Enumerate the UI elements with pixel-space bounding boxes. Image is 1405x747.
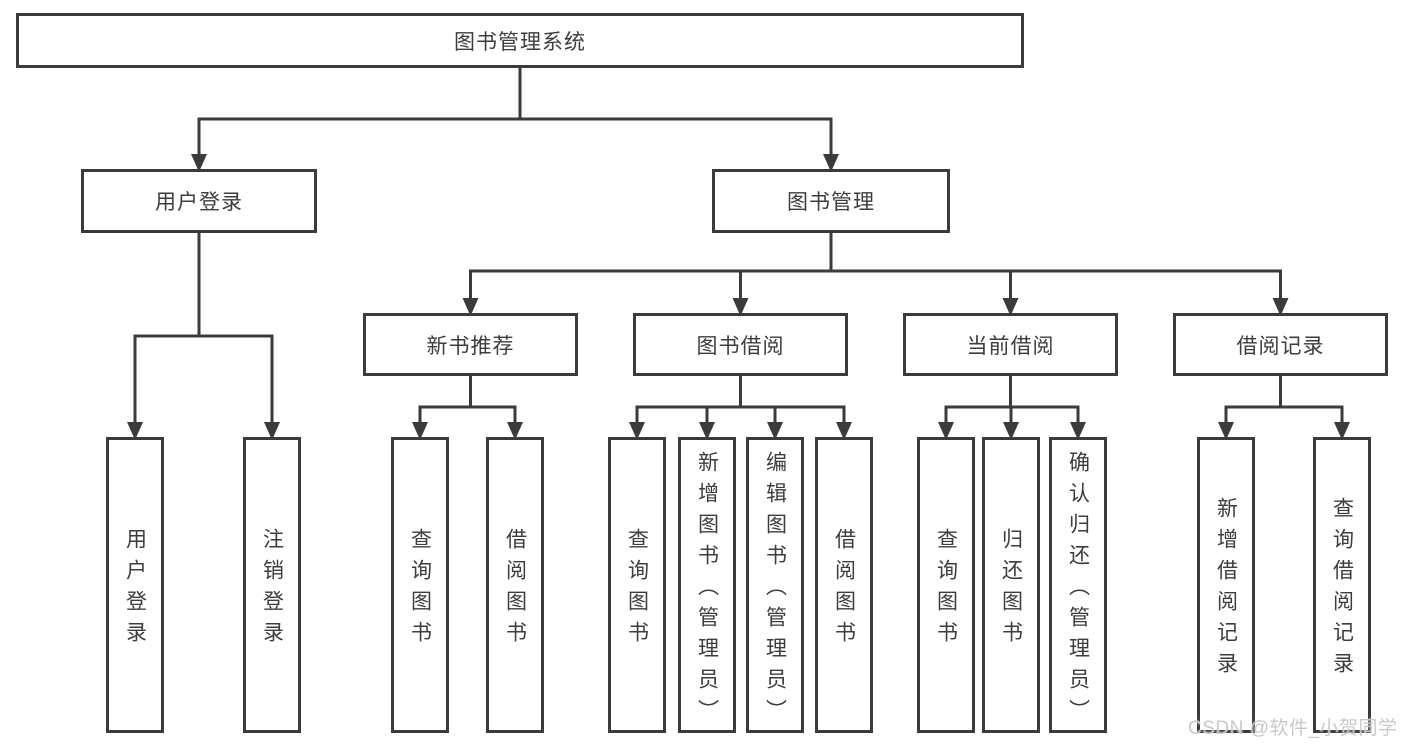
node-label-book-management: 图书管理 bbox=[787, 191, 875, 214]
node-leaf-borrow-book-2: 借阅图书 bbox=[815, 437, 873, 733]
node-leaf-return-book: 归还图书 bbox=[982, 437, 1040, 733]
node-leaf-query-book-3: 查询图书 bbox=[917, 437, 975, 733]
node-label-leaf-add-book: 新增图书（管理员） bbox=[695, 450, 719, 730]
node-leaf-add-record: 新增借阅记录 bbox=[1197, 437, 1255, 733]
node-label-book-borrowing: 图书借阅 bbox=[696, 334, 785, 358]
node-book-borrowing: 图书借阅 bbox=[633, 313, 848, 376]
node-label-leaf-logout: 注销登录 bbox=[260, 528, 284, 652]
node-label-root: 图书管理系统 bbox=[454, 30, 586, 54]
node-label-new-book-rec: 新书推荐 bbox=[426, 334, 515, 358]
node-label-leaf-borrow-book-1: 借阅图书 bbox=[503, 528, 527, 652]
node-label-user-login: 用户登录 bbox=[155, 191, 243, 214]
node-root: 图书管理系统 bbox=[16, 13, 1024, 68]
node-label-leaf-query-book-1: 查询图书 bbox=[408, 528, 432, 652]
node-leaf-query-record: 查询借阅记录 bbox=[1313, 437, 1371, 733]
node-borrowing-records: 借阅记录 bbox=[1173, 313, 1388, 376]
node-label-leaf-edit-book: 编辑图书（管理员） bbox=[763, 450, 787, 730]
node-label-current-borrowing: 当前借阅 bbox=[966, 334, 1055, 358]
node-label-borrowing-records: 借阅记录 bbox=[1236, 334, 1325, 358]
node-label-leaf-query-record: 查询借阅记录 bbox=[1330, 497, 1354, 683]
node-leaf-add-book: 新增图书（管理员） bbox=[678, 437, 736, 733]
node-current-borrowing: 当前借阅 bbox=[903, 313, 1118, 376]
node-label-leaf-user-login: 用户登录 bbox=[123, 528, 147, 652]
node-user-login: 用户登录 bbox=[81, 169, 317, 233]
node-label-leaf-return-book: 归还图书 bbox=[999, 528, 1023, 652]
watermark: CSDN @软件_小贺同学 bbox=[1188, 718, 1398, 739]
node-new-book-rec: 新书推荐 bbox=[363, 313, 578, 376]
node-label-leaf-borrow-book-2: 借阅图书 bbox=[832, 528, 856, 652]
node-leaf-user-login: 用户登录 bbox=[106, 437, 164, 733]
node-leaf-confirm-return: 确认归还（管理员） bbox=[1049, 437, 1107, 733]
node-leaf-query-book-1: 查询图书 bbox=[391, 437, 449, 733]
node-leaf-query-book-2: 查询图书 bbox=[608, 437, 666, 733]
node-leaf-logout: 注销登录 bbox=[243, 437, 301, 733]
node-leaf-edit-book: 编辑图书（管理员） bbox=[746, 437, 804, 733]
node-label-leaf-query-book-2: 查询图书 bbox=[625, 528, 649, 652]
node-label-leaf-add-record: 新增借阅记录 bbox=[1214, 497, 1238, 683]
node-book-management: 图书管理 bbox=[712, 169, 950, 233]
node-label-leaf-confirm-return: 确认归还（管理员） bbox=[1066, 450, 1090, 730]
node-leaf-borrow-book-1: 借阅图书 bbox=[486, 437, 544, 733]
node-label-leaf-query-book-3: 查询图书 bbox=[934, 528, 958, 652]
